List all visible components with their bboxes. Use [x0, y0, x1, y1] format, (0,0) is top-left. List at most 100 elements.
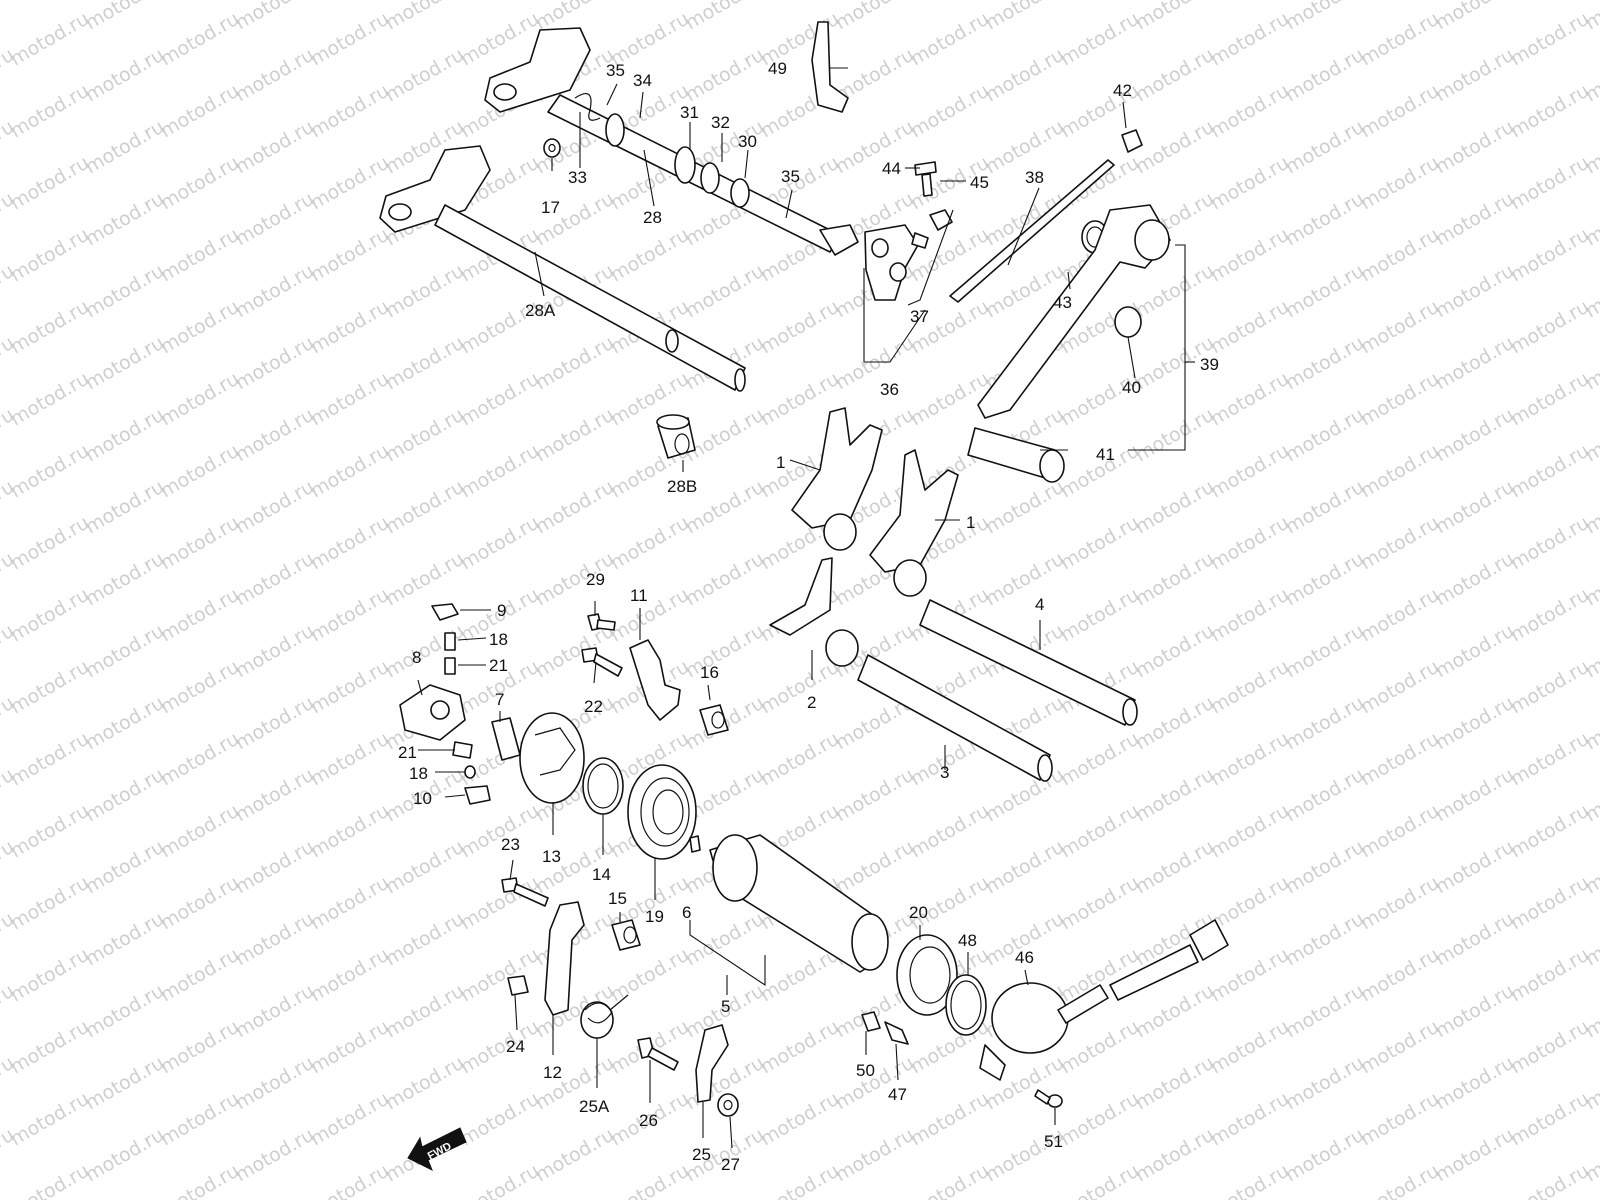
watermark-text: motod.ru [82, 1052, 168, 1115]
watermark-text: motod.ru [982, 764, 1068, 827]
watermark-text: motod.ru [1432, 1052, 1518, 1115]
watermark-text: motod.ru [682, 548, 768, 611]
watermark-text: motod.ru [1432, 620, 1518, 683]
watermark-text: motod.ru [307, 1016, 393, 1079]
watermark-text: motod.ru [232, 908, 318, 971]
washer-27 [717, 1093, 739, 1117]
watermark-text: motod.ru [457, 944, 543, 1007]
watermark-text: motod.ru [1507, 440, 1593, 503]
label-21b: 21 [398, 743, 417, 762]
label-51: 51 [1044, 1132, 1063, 1151]
watermark-text: motod.ru [1357, 8, 1443, 71]
watermark-text: motod.ru [1507, 944, 1593, 1007]
watermark-text: motod.ru [307, 80, 393, 143]
watermark-text: motod.ru [1432, 548, 1518, 611]
watermark-text: motod.ru [82, 908, 168, 971]
label-41: 41 [1096, 445, 1115, 464]
watermark-text: motod.ru [457, 1016, 543, 1079]
label-36: 36 [880, 380, 899, 399]
spring-21b [452, 741, 473, 759]
watermark-text: motod.ru [307, 512, 393, 575]
watermark-text: motod.ru [232, 1124, 318, 1187]
watermark-text: motod.ru [1357, 1088, 1443, 1151]
watermark-text: motod.ru [1357, 584, 1443, 647]
watermark-text: motod.ru [532, 476, 618, 539]
watermark-text: motod.ru [1207, 224, 1293, 287]
label-50: 50 [856, 1061, 875, 1080]
label-15: 15 [608, 889, 627, 908]
watermark-text: motod.ru [1207, 872, 1293, 935]
watermark-text: motod.ru [232, 476, 318, 539]
watermark-text: motod.ru [682, 44, 768, 107]
watermark-text: motod.ru [607, 512, 693, 575]
watermark-text: motod.ru [1507, 1088, 1593, 1151]
watermark-text: motod.ru [157, 8, 243, 71]
watermark-text: motod.ru [1507, 152, 1593, 215]
watermark-text: motod.ru [1432, 692, 1518, 755]
watermark-text: motod.ru [1282, 836, 1368, 899]
watermark-text: motod.ru [457, 368, 543, 431]
watermark-text: motod.ru [1357, 224, 1443, 287]
label-23: 23 [501, 835, 520, 854]
watermark-text: motod.ru [1282, 476, 1368, 539]
watermark-text: motod.ru [232, 188, 318, 251]
watermark-text: motod.ru [532, 404, 618, 467]
watermark-text: motod.ru [7, 296, 93, 359]
watermark-text: motod.ru [82, 980, 168, 1043]
watermark-text: motod.ru [0, 0, 18, 34]
watermark-text: motod.ru [1282, 764, 1368, 827]
watermark-text: motod.ru [1282, 908, 1368, 971]
bolt-22 [581, 647, 623, 677]
watermark-text: motod.ru [832, 836, 918, 899]
watermark-text: motod.ru [1207, 800, 1293, 863]
watermark-text: motod.ru [1507, 584, 1593, 647]
label-44: 44 [882, 159, 901, 178]
watermark-text: motod.ru [307, 728, 393, 791]
spring-50 [861, 1011, 881, 1032]
label-5: 5 [721, 997, 730, 1016]
watermark-text: motod.ru [307, 368, 393, 431]
watermark-text: motod.ru [1207, 440, 1293, 503]
watermark-text: motod.ru [7, 1016, 93, 1079]
watermark-text: motod.ru [1282, 980, 1368, 1043]
watermark-text: motod.ru [1207, 512, 1293, 575]
watermark-text: motod.ru [157, 440, 243, 503]
watermark-text: motod.ru [382, 44, 468, 107]
watermark-text: motod.ru [907, 8, 993, 71]
watermark-text: motod.ru [382, 0, 468, 34]
label-33: 33 [568, 168, 587, 187]
watermark-text: motod.ru [7, 944, 93, 1007]
watermark-text: motod.ru [307, 296, 393, 359]
watermark-text: motod.ru [1207, 296, 1293, 359]
watermark-text: motod.ru [7, 368, 93, 431]
watermark-text: motod.ru [907, 1160, 993, 1200]
watermark-text: motod.ru [307, 800, 393, 863]
watermark-text: motod.ru [1057, 1088, 1143, 1151]
o-ring-48 [945, 974, 987, 1036]
watermark-text: motod.ru [157, 944, 243, 1007]
watermark-text: motod.ru [682, 620, 768, 683]
watermark-text: motod.ru [232, 332, 318, 395]
watermark-text: motod.ru [1432, 980, 1518, 1043]
bracket-49 [811, 21, 849, 113]
watermark-text: motod.ru [907, 800, 993, 863]
watermark-text: motod.ru [7, 1088, 93, 1151]
label-12: 12 [543, 1063, 562, 1082]
watermark-text: motod.ru [532, 548, 618, 611]
spring-25a [580, 994, 629, 1039]
label-2: 2 [807, 693, 816, 712]
watermark-text: motod.ru [157, 1088, 243, 1151]
label-39: 39 [1200, 355, 1219, 374]
watermark-text: motod.ru [232, 692, 318, 755]
label-25A: 25A [579, 1097, 610, 1116]
watermark-text: motod.ru [7, 728, 93, 791]
label-8: 8 [412, 648, 421, 667]
circlip-14 [582, 757, 624, 815]
watermark-text: motod.ru [157, 512, 243, 575]
watermark-text: motod.ru [7, 584, 93, 647]
label-45: 45 [970, 173, 989, 192]
fwd-arrow-icon [407, 1127, 467, 1172]
watermark-text: motod.ru [232, 620, 318, 683]
collar-15 [611, 919, 641, 951]
nut-24 [507, 975, 529, 996]
